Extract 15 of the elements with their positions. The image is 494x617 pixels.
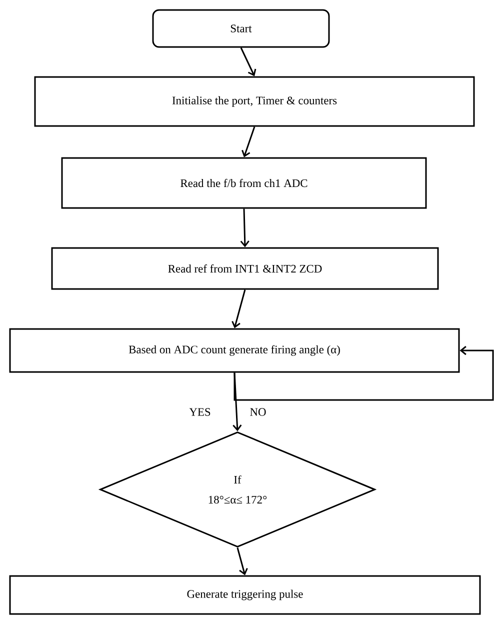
process-box: Initialise the port, Timer & counters (34, 76, 475, 127)
arrow (240, 208, 250, 248)
branch-label: YES (189, 408, 210, 416)
arrow (232, 372, 242, 432)
process-box: Read the f/b from ch1 ADC (61, 157, 427, 209)
terminal-box: Start (152, 9, 330, 48)
arrow (232, 290, 246, 328)
branch-label: NO (250, 408, 266, 416)
arrow (240, 47, 256, 76)
process-box: Generate triggering pulse (9, 575, 481, 615)
arrow (236, 548, 248, 576)
loop-arrow (234, 346, 494, 401)
process-box: Based on ADC count generate firing angle (α) (9, 328, 460, 373)
process-box: Read ref from INT1 &INT2 ZCD (51, 247, 439, 290)
arrow (242, 126, 256, 158)
